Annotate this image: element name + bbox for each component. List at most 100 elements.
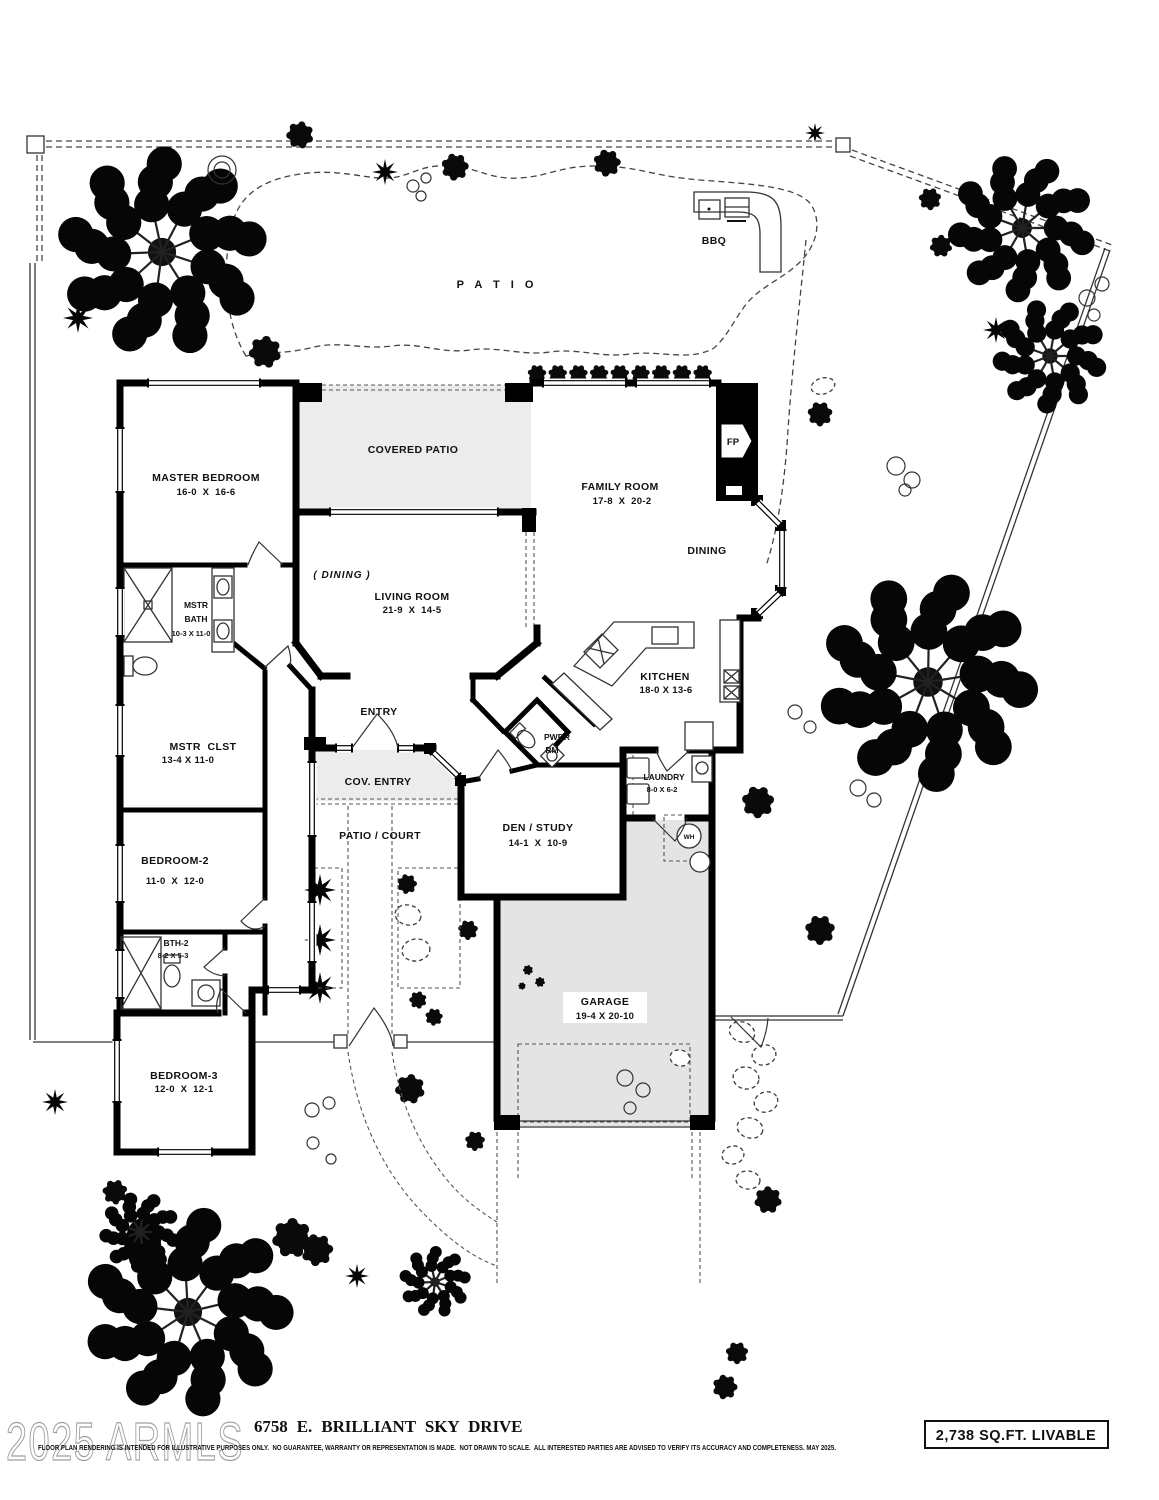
shrub-icon: [807, 402, 833, 427]
tree-foliage: [1005, 277, 1031, 303]
shrub-edge: [324, 1244, 334, 1254]
ring-plant-icon: [1094, 276, 1110, 292]
island-sink-icon: [651, 626, 679, 645]
room-label-entry: ENTRY: [360, 706, 397, 718]
shrub-edge: [279, 1245, 291, 1257]
tree-foliage: [402, 1290, 415, 1303]
shrub-edge: [465, 1136, 471, 1142]
shrub-edge: [600, 149, 608, 157]
shrub-edge: [527, 972, 531, 975]
shrub-edge: [920, 201, 927, 208]
shrub-icon: [425, 1008, 443, 1026]
shrub-edge: [725, 1348, 732, 1355]
tree-foliage: [857, 739, 894, 776]
star-plant-icon: [42, 1089, 68, 1115]
shrub-edge: [535, 981, 538, 985]
shrub-edge: [409, 886, 415, 893]
shrub-edge: [416, 1004, 422, 1009]
shrub-edge: [812, 402, 820, 409]
shrub-edge: [479, 1137, 485, 1143]
shrub-icon: [523, 965, 533, 975]
bbq-grill-icon: [698, 199, 721, 220]
shrub-edge: [744, 804, 753, 814]
shrub-edge: [730, 1342, 737, 1349]
ring-plant-icon: [635, 1082, 651, 1098]
shrub-edge: [466, 1142, 472, 1149]
shrub-edge: [697, 365, 703, 371]
ring-plant-icon: [207, 155, 237, 185]
shrub-edge: [809, 416, 817, 423]
shrub-icon: [713, 1374, 738, 1400]
shrub-edge: [436, 1019, 441, 1024]
shrub-edge: [461, 162, 469, 170]
shrub-icon: [441, 153, 469, 181]
shrub-icon: [610, 365, 630, 384]
door-swing: [730, 1016, 769, 1049]
tree-foliage: [454, 1291, 467, 1304]
shrub-icon: [725, 1342, 749, 1365]
tree-foliage: [172, 317, 208, 354]
tree-icon: [99, 1192, 180, 1273]
shrub-edge: [759, 787, 768, 796]
shrub-edge: [931, 237, 938, 244]
ring-plant-icon: [1078, 289, 1096, 307]
tree-foliage: [202, 168, 238, 204]
window: [115, 949, 125, 999]
shrub-edge: [105, 1195, 112, 1202]
shrub-edge: [537, 365, 543, 371]
ring-plant-icon: [306, 1136, 320, 1150]
garage-door: [520, 1120, 690, 1128]
stepping-stone-icon: [728, 1020, 756, 1044]
vegetation-layer: [42, 121, 1110, 1417]
window: [429, 748, 462, 780]
shrub-edge: [468, 920, 475, 927]
shrub-edge: [805, 923, 814, 932]
shrub-edge: [402, 874, 408, 880]
island-cooktop-icon: [583, 633, 619, 669]
entry-wall-stub: [304, 737, 326, 750]
tree-foliage: [1046, 265, 1072, 291]
water-heater-label: WH: [684, 834, 695, 841]
shrub-edge: [425, 1012, 431, 1018]
door-swing: [348, 1006, 394, 1047]
window-jamb: [753, 498, 761, 506]
ring-plant-icon: [1087, 308, 1101, 322]
tree-foliage: [1000, 319, 1020, 339]
ring-plant-icon: [803, 720, 817, 734]
window: [307, 901, 317, 963]
tree-foliage: [112, 316, 148, 352]
court-walkway: [347, 806, 393, 1034]
tree-foliage: [1007, 381, 1027, 401]
shrub-edge: [934, 193, 941, 200]
shrub-icon: [395, 1074, 425, 1104]
tree-foliage: [1037, 394, 1057, 414]
ring-plant-icon: [886, 456, 906, 476]
tree-icon: [820, 574, 1039, 793]
shrub-edge: [531, 365, 537, 371]
tree-foliage: [1026, 300, 1047, 320]
stepping-stone-icon: [753, 1091, 779, 1113]
tree-foliage: [448, 1253, 461, 1266]
front-walkway: [347, 1051, 498, 1267]
shrub-edge: [561, 370, 567, 376]
stepping-stone-icon: [669, 1049, 691, 1067]
shrub-icon: [693, 365, 712, 384]
shrub-edge: [765, 795, 775, 804]
shrub-edge: [764, 1186, 772, 1194]
window: [157, 1147, 213, 1157]
patio-outline: [225, 165, 818, 357]
room-label-pwdr-2: RM: [545, 745, 558, 755]
ring-plant-icon: [849, 779, 867, 797]
tree-foliage: [947, 222, 973, 248]
patio-label: P A T I O: [457, 279, 538, 291]
room-dims-mstr-bath: 10-3 X 11-0: [172, 629, 211, 638]
shrub-edge: [472, 925, 478, 932]
shrub-edge: [254, 357, 263, 367]
shrub-edge: [458, 170, 466, 178]
shrub-edge: [727, 1390, 735, 1398]
shrub-icon: [102, 1180, 128, 1205]
shrub-edge: [941, 250, 948, 257]
shrub-edge: [411, 992, 417, 998]
room-label-mstr-bath-2: BATH: [185, 614, 208, 624]
